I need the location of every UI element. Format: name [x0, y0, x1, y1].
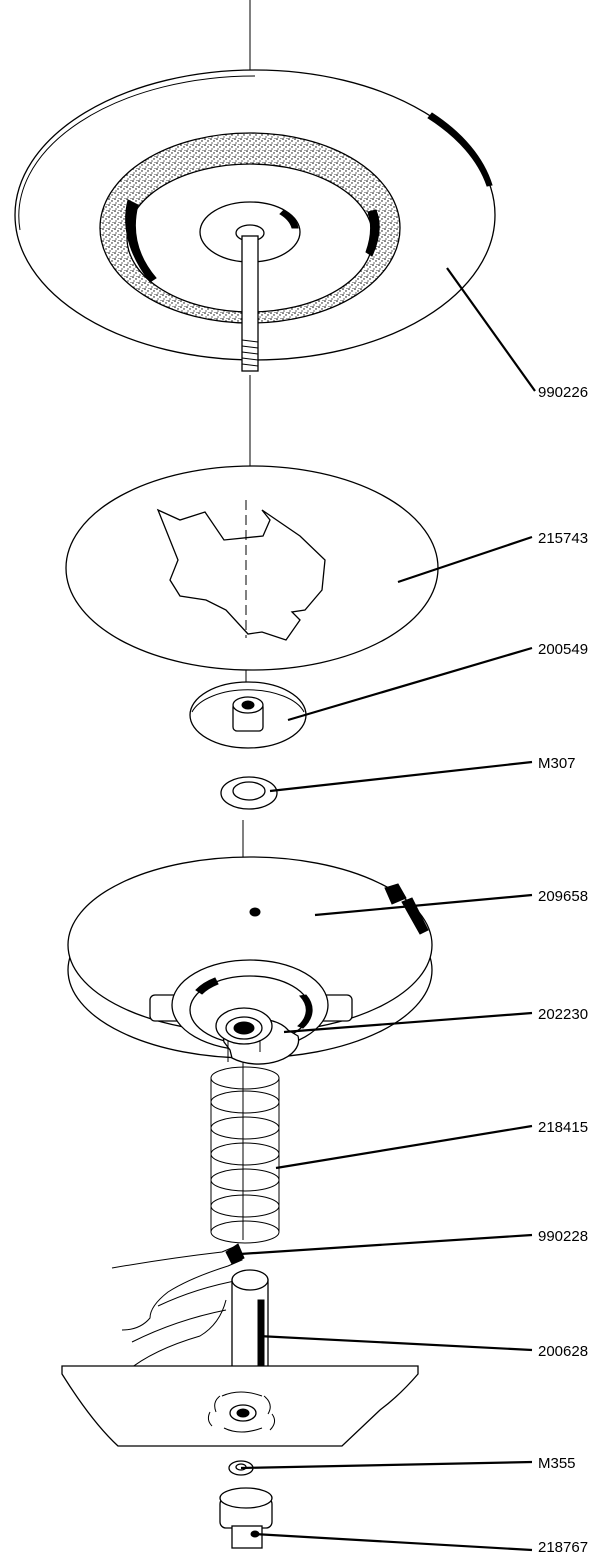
leader-M355: [240, 1460, 533, 1470]
callout-M307: M307: [538, 755, 576, 772]
part-990226-grinding-wheel: [14, 69, 496, 372]
part-990228-clip: [111, 1243, 245, 1373]
callout-200549: 200549: [538, 641, 588, 658]
leader-990226: [446, 267, 536, 392]
spindle-thread: [241, 339, 259, 367]
part-218415-spring: [210, 1066, 280, 1244]
callout-200628: 200628: [538, 1343, 588, 1360]
callout-209658: 209658: [538, 888, 588, 905]
callout-218415: 218415: [538, 1119, 588, 1136]
base-plate-slots: [207, 1391, 276, 1433]
part-215743-cutout-plate: [65, 465, 439, 671]
leader-215743: [397, 535, 533, 584]
part-200549-cap: [189, 681, 307, 749]
leader-218767: [253, 1532, 533, 1552]
callout-990226: 990226: [538, 384, 588, 401]
part-200628-shaft: [231, 1269, 269, 1376]
leader-200549: [287, 646, 533, 722]
callout-labels: 990226 215743 200549 M307 209658 202230 …: [538, 384, 588, 1554]
callout-215743: 215743: [538, 530, 588, 547]
callout-218767: 218767: [538, 1539, 588, 1554]
callout-202230: 202230: [538, 1006, 588, 1023]
part-202230-hub-collar: [215, 1007, 300, 1065]
leader-202230: [283, 1011, 533, 1034]
leader-209658: [314, 893, 533, 917]
leader-M307: [269, 760, 533, 793]
callout-M355: M355: [538, 1455, 576, 1472]
leader-990228: [239, 1233, 533, 1256]
part-base-plate: [61, 1365, 419, 1447]
leader-200628: [257, 1334, 533, 1352]
callout-990228: 990228: [538, 1228, 588, 1245]
leader-218415: [275, 1124, 533, 1170]
part-218767-nut: [219, 1487, 273, 1549]
leader-lines: [239, 267, 536, 1552]
part-M307-washer: [220, 776, 278, 810]
